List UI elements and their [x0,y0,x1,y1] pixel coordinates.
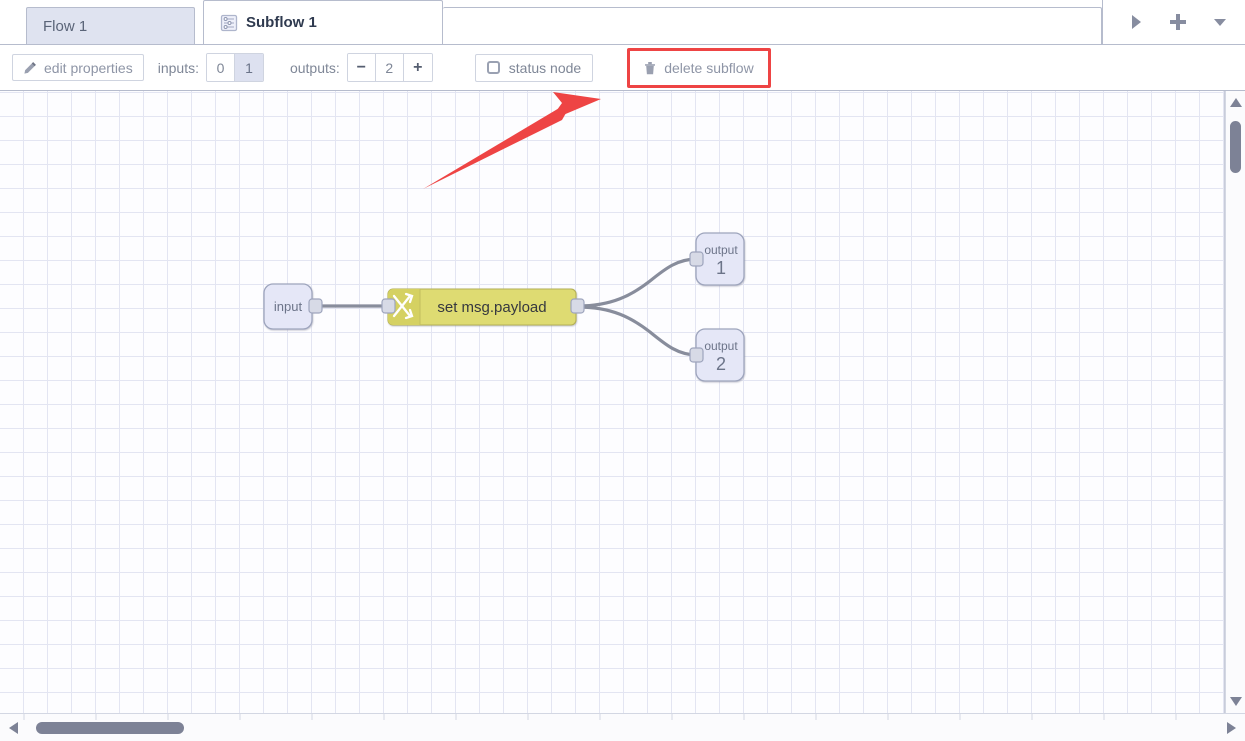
triangle-left-icon[interactable] [9,722,18,734]
port-change-output [570,298,585,314]
status-node-toggle[interactable]: status node [474,53,594,82]
node-subflow-output-1[interactable]: output 1 [689,232,745,286]
node-subflow-output-2[interactable]: output 2 [689,328,745,382]
canvas-svg: input set msg.payload output 1 [263,92,745,382]
node-output-2-number: 2 [716,354,726,374]
node-change-label: set msg.payload [437,299,546,316]
checkbox-icon[interactable] [486,61,500,74]
pencil-icon [23,61,37,75]
tab-subflow-1[interactable]: Subflow 1 [203,0,443,44]
plus-icon[interactable] [1167,11,1189,33]
triangle-up-icon[interactable] [1230,98,1242,107]
outputs-decrement-button[interactable]: − [347,54,376,81]
triangle-down-icon[interactable] [1230,697,1242,706]
tab-bar: Flow 1 Subflow 1 [0,0,1245,45]
delete-subflow-button[interactable]: delete subflow [634,54,764,81]
edit-properties-label: edit properties [44,59,133,76]
tabs-region: Flow 1 Subflow 1 [0,0,1102,44]
triangle-right-icon[interactable] [1227,722,1236,734]
subflow-icon [220,14,238,32]
inputs-option-1[interactable]: 1 [234,54,263,81]
horizontal-scrollbar-thumb[interactable] [36,722,184,734]
node-change[interactable]: set msg.payload [381,288,585,326]
horizontal-scrollbar[interactable] [0,713,1245,741]
ruler-ticks [23,714,1177,720]
port-change-input [381,298,396,314]
edit-properties-button[interactable]: edit properties [12,54,144,81]
wire-change-to-output1 [576,257,699,308]
wire-change-to-output2 [576,305,699,357]
shuffle-icon [392,292,414,320]
outputs-label: outputs: [289,59,340,76]
node-output-1-label: output [704,243,738,257]
outputs-value: 2 [375,54,404,81]
port-input-output [308,298,323,314]
chevron-down-icon[interactable] [1209,11,1231,33]
inputs-group: inputs: 0 1 [158,53,264,82]
node-subflow-input[interactable]: input [263,283,323,330]
subflow-toolbar: edit properties inputs: 0 1 outputs: − 2… [0,45,1245,91]
flow-canvas[interactable]: input set msg.payload output 1 [0,91,1225,713]
delete-subflow-highlight: delete subflow [627,47,771,88]
vertical-scrollbar-thumb[interactable] [1230,121,1241,173]
annotation-arrow [423,92,601,189]
delete-subflow-label: delete subflow [664,59,754,76]
wires [313,257,699,357]
tab-subflow-1-label: Subflow 1 [246,14,317,31]
port-output-2-input [689,347,704,363]
trash-icon [644,61,656,75]
status-node-label: status node [508,59,582,76]
outputs-group: outputs: − 2 + [290,53,433,82]
inputs-selector[interactable]: 0 1 [205,53,264,82]
inputs-label: inputs: [157,59,199,76]
port-output-1-input [689,251,704,267]
tab-flow-1[interactable]: Flow 1 [26,7,195,44]
node-input-label: input [274,299,303,314]
outputs-stepper[interactable]: − 2 + [346,53,433,82]
node-output-1-number: 1 [716,258,726,278]
vertical-scrollbar[interactable] [1225,91,1245,713]
tab-flow-1-label: Flow 1 [43,17,88,35]
outputs-increment-button[interactable]: + [403,54,432,81]
node-output-2-label: output [704,339,738,353]
tab-controls [1102,0,1245,44]
play-arrow-icon[interactable] [1125,11,1147,33]
inputs-option-0[interactable]: 0 [206,54,235,81]
tab-bar-filler [443,7,1102,44]
